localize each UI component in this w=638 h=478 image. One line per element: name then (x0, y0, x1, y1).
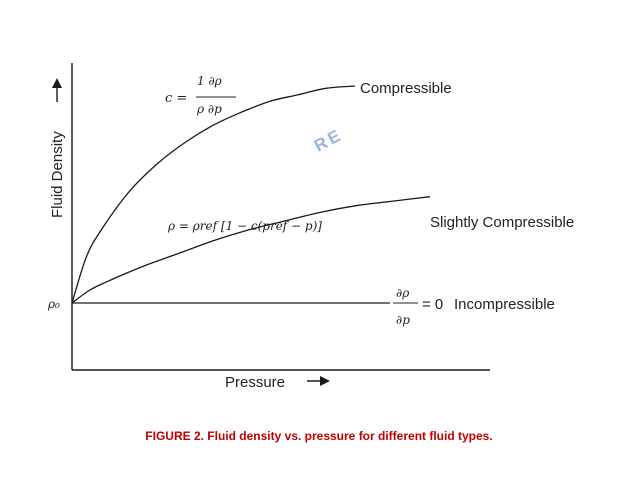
equation-compressibility-denominator: ρ ∂p (196, 102, 222, 116)
series-line-compressible (71, 85, 356, 304)
equation-incompressible-denominator: ∂p (396, 313, 410, 327)
equation-compressibility: c = 1 ∂ρ ρ ∂p (165, 74, 236, 116)
x-axis-arrow-icon (307, 376, 330, 386)
x-axis-label: Pressure (225, 374, 285, 391)
y-axis-arrow-icon (52, 78, 62, 102)
equation-slightly-compressible: ρ = ρref [1 − c(pref − p)] (167, 219, 322, 233)
series-label-incompressible: Incompressible (454, 296, 555, 313)
equation-incompressible: ∂ρ ∂p = 0 (393, 286, 443, 327)
equation-incompressible-numerator: ∂ρ (396, 286, 409, 300)
y-axis-label: Fluid Density (49, 131, 66, 218)
series-label-slightly-compressible: Slightly Compressible (430, 214, 574, 231)
series-line-slightly-compressible (71, 196, 431, 304)
equation-incompressible-rhs: = 0 (422, 296, 443, 313)
equation-compressibility-numerator: 1 ∂ρ (197, 74, 222, 88)
watermark-text: RE (311, 125, 346, 156)
figure-caption: FIGURE 2. Fluid density vs. pressure for… (145, 429, 493, 443)
y-origin-label: ρ₀ (47, 297, 60, 311)
series-label-compressible: Compressible (360, 80, 452, 97)
equation-compressibility-lhs: c = (165, 91, 187, 106)
